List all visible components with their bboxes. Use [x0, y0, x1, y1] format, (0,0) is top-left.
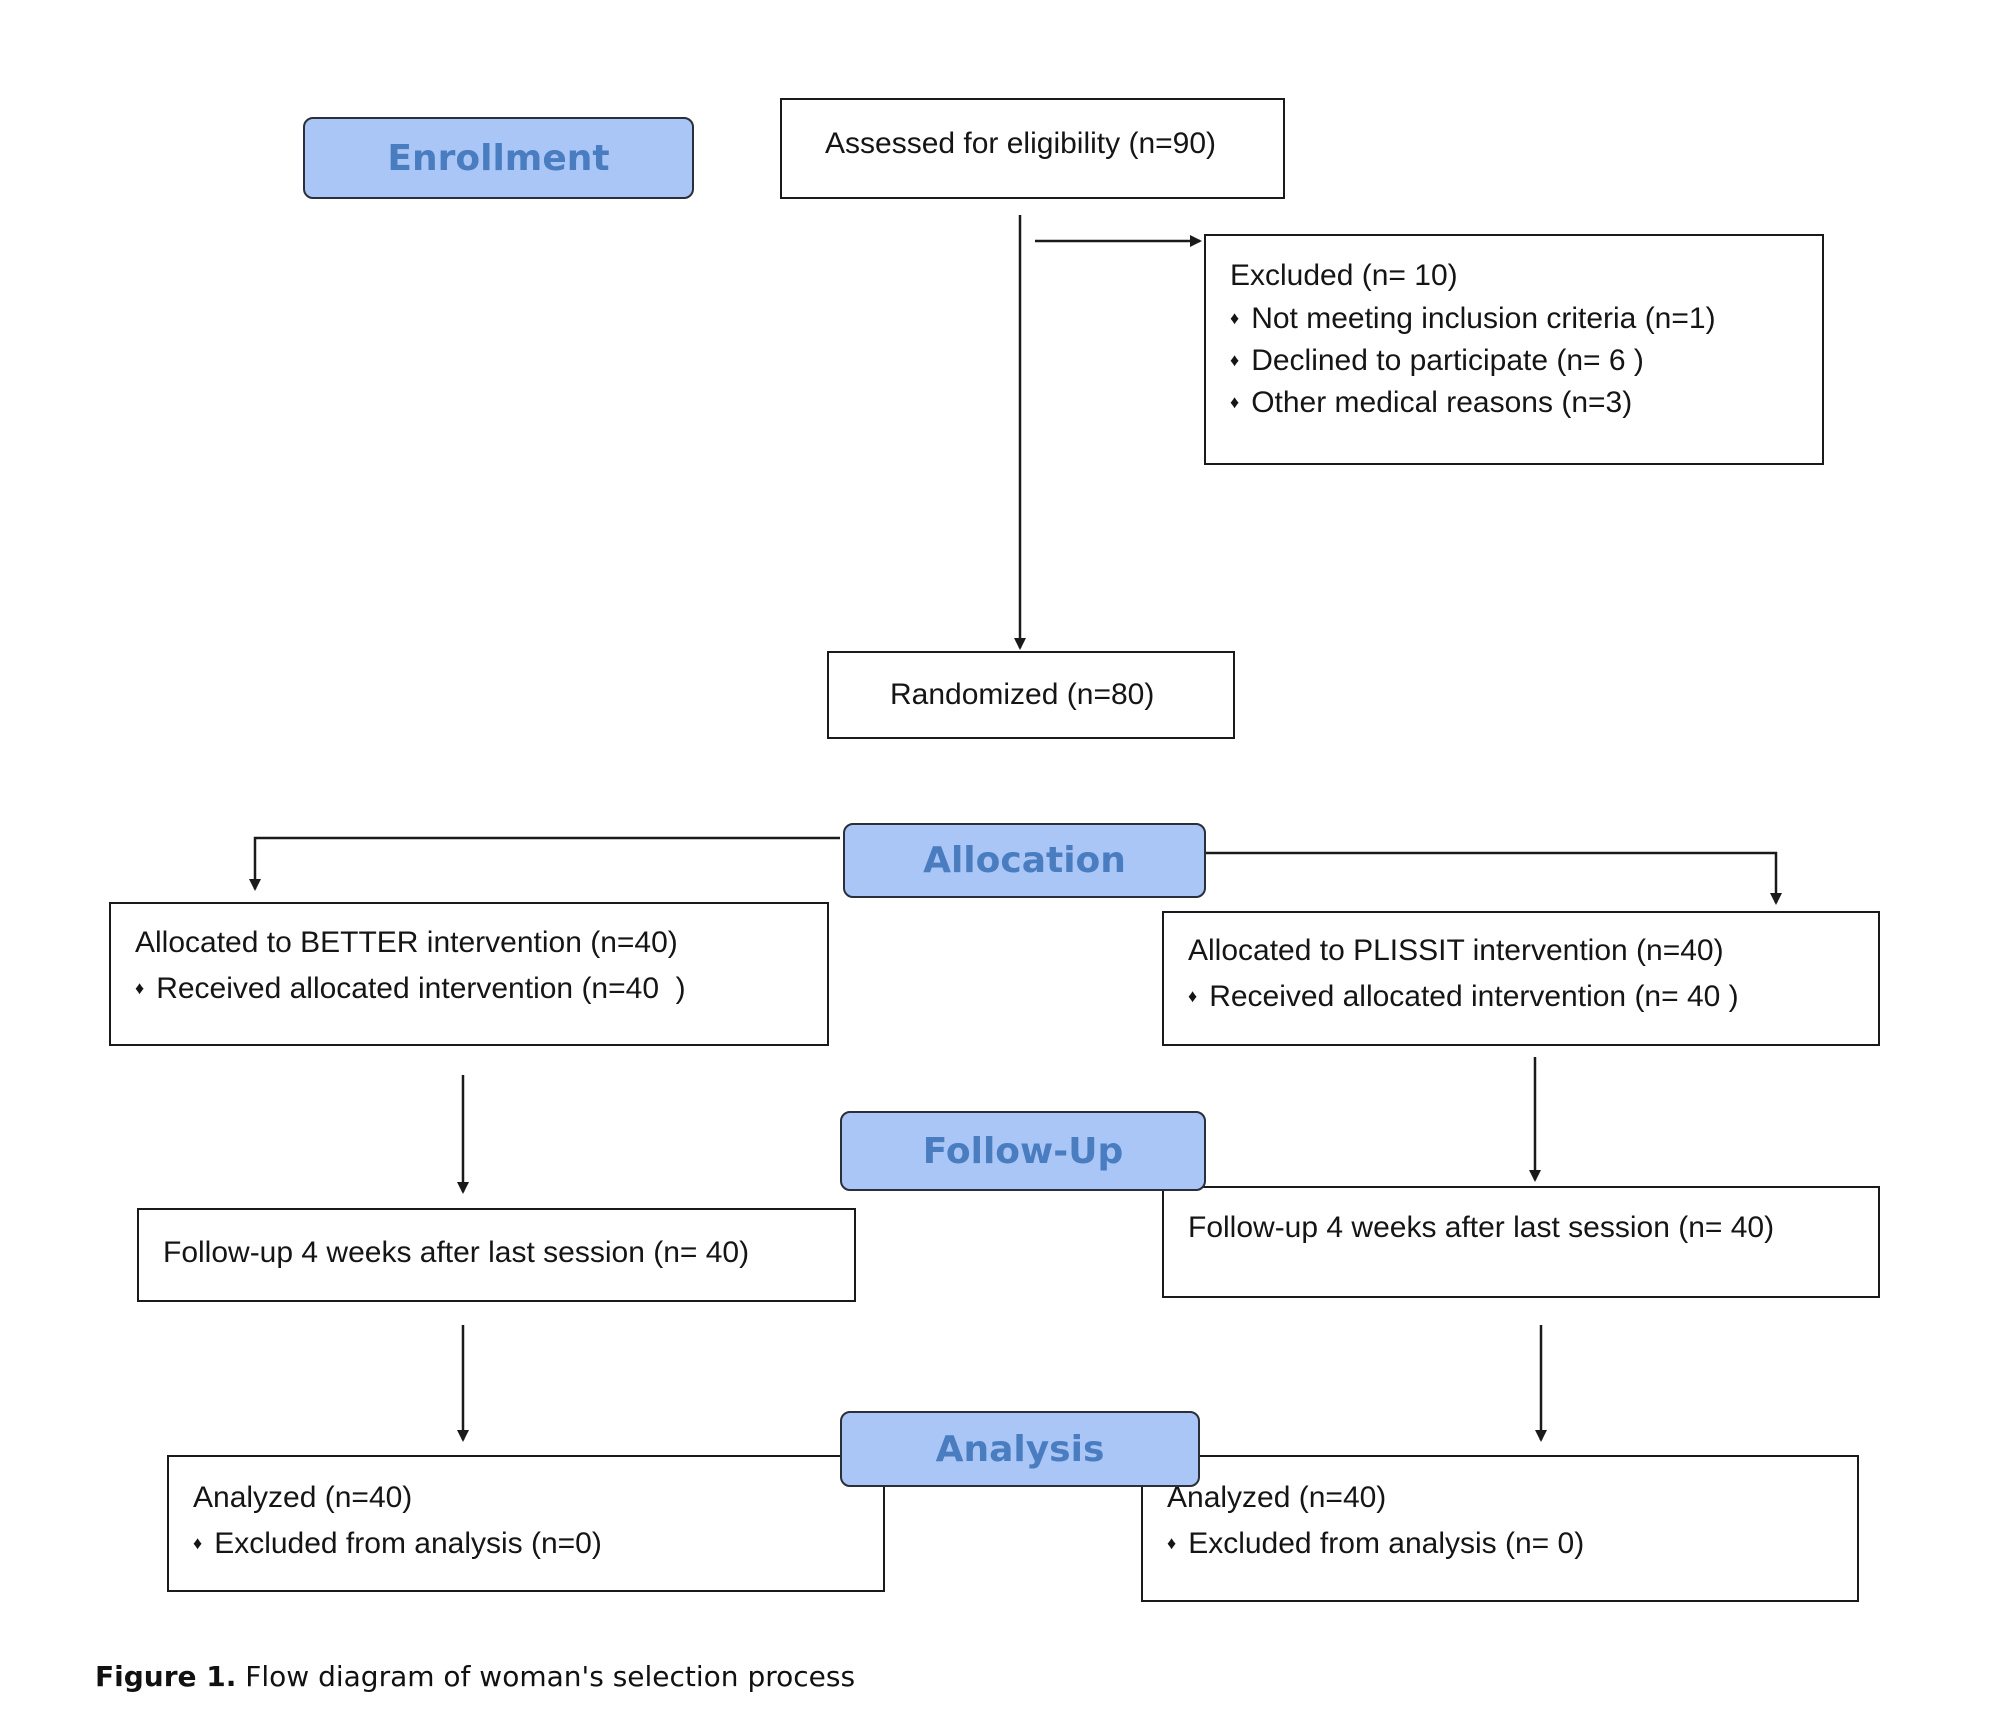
analysis-left-item-text: Excluded from analysis (n=0) [214, 1527, 602, 1560]
bullet-icon: ♦ [1230, 350, 1240, 370]
followup-right-box: Follow-up 4 weeks after last session (n=… [1162, 1186, 1880, 1298]
excluded-item-text: Declined to participate (n= 6 ) [1251, 344, 1644, 377]
bullet-icon: ♦ [1188, 986, 1198, 1006]
figure-caption: Figure 1. Flow diagram of woman's select… [95, 1660, 855, 1693]
assessed-box: Assessed for eligibility (n=90) [780, 98, 1285, 199]
stage-enrollment-label: Enrollment [387, 137, 610, 179]
randomized-box: Randomized (n=80) [827, 651, 1235, 739]
excluded-box: Excluded (n= 10) ♦ Not meeting inclusion … [1204, 234, 1824, 465]
stage-allocation: Allocation [843, 823, 1206, 898]
allocation-left-title: Allocated to BETTER intervention (n=40) [135, 926, 678, 959]
arrow-allocation-right [1205, 851, 1782, 905]
bullet-icon: ♦ [1230, 308, 1240, 328]
bullet-icon: ♦ [135, 978, 145, 998]
followup-left-box: Follow-up 4 weeks after last session (n=… [137, 1208, 856, 1302]
analysis-left-box: Analyzed (n=40) ♦ Excluded from analysis … [167, 1455, 885, 1592]
bullet-icon: ♦ [193, 1533, 203, 1553]
allocation-left-item: ♦ Received allocated intervention (n=40 ) [135, 972, 686, 1006]
allocation-left-item-text: Received allocated intervention (n=40 ) [156, 972, 686, 1005]
randomized-text: Randomized (n=80) [890, 678, 1155, 711]
allocation-right-item-text: Received allocated intervention (n= 40 ) [1209, 980, 1739, 1013]
excluded-item-text: Not meeting inclusion criteria (n=1) [1251, 302, 1716, 335]
stage-enrollment: Enrollment [303, 117, 694, 199]
allocation-right-box: Allocated to PLISSIT intervention (n=40)… [1162, 911, 1880, 1046]
excluded-item: ♦ Not meeting inclusion criteria (n=1) [1230, 302, 1716, 336]
stage-followup-label: Follow-Up [922, 1130, 1124, 1172]
excluded-item: ♦ Declined to participate (n= 6 ) [1230, 344, 1644, 378]
analysis-left-title: Analyzed (n=40) [193, 1481, 413, 1514]
bullet-icon: ♦ [1230, 392, 1240, 412]
allocation-right-title: Allocated to PLISSIT intervention (n=40) [1188, 934, 1724, 967]
stage-analysis-label: Analysis [935, 1428, 1105, 1470]
allocation-right-item: ♦ Received allocated intervention (n= 40 … [1188, 980, 1739, 1014]
analysis-left-item: ♦ Excluded from analysis (n=0) [193, 1527, 602, 1561]
figure-caption-label: Figure 1. [95, 1660, 237, 1693]
analysis-right-item: ♦ Excluded from analysis (n= 0) [1167, 1527, 1584, 1561]
allocation-left-box: Allocated to BETTER intervention (n=40) … [109, 902, 829, 1046]
arrow-allocation-left [249, 836, 840, 891]
bullet-icon: ♦ [1167, 1533, 1177, 1553]
followup-right-text: Follow-up 4 weeks after last session (n=… [1188, 1211, 1775, 1244]
stage-analysis: Analysis [840, 1411, 1200, 1487]
assessed-text: Assessed for eligibility (n=90) [825, 127, 1217, 160]
analysis-right-title: Analyzed (n=40) [1167, 1481, 1387, 1514]
stage-allocation-label: Allocation [923, 840, 1126, 881]
stage-followup: Follow-Up [840, 1111, 1206, 1191]
excluded-item: ♦ Other medical reasons (n=3) [1230, 386, 1632, 420]
excluded-item-text: Other medical reasons (n=3) [1251, 386, 1633, 419]
followup-left-text: Follow-up 4 weeks after last session (n=… [163, 1236, 750, 1269]
analysis-right-item-text: Excluded from analysis (n= 0) [1188, 1527, 1585, 1560]
figure-caption-text: Flow diagram of woman's selection proces… [236, 1660, 856, 1693]
excluded-title: Excluded (n= 10) [1230, 259, 1458, 292]
analysis-right-box: Analyzed (n=40) ♦ Excluded from analysis … [1141, 1455, 1859, 1602]
